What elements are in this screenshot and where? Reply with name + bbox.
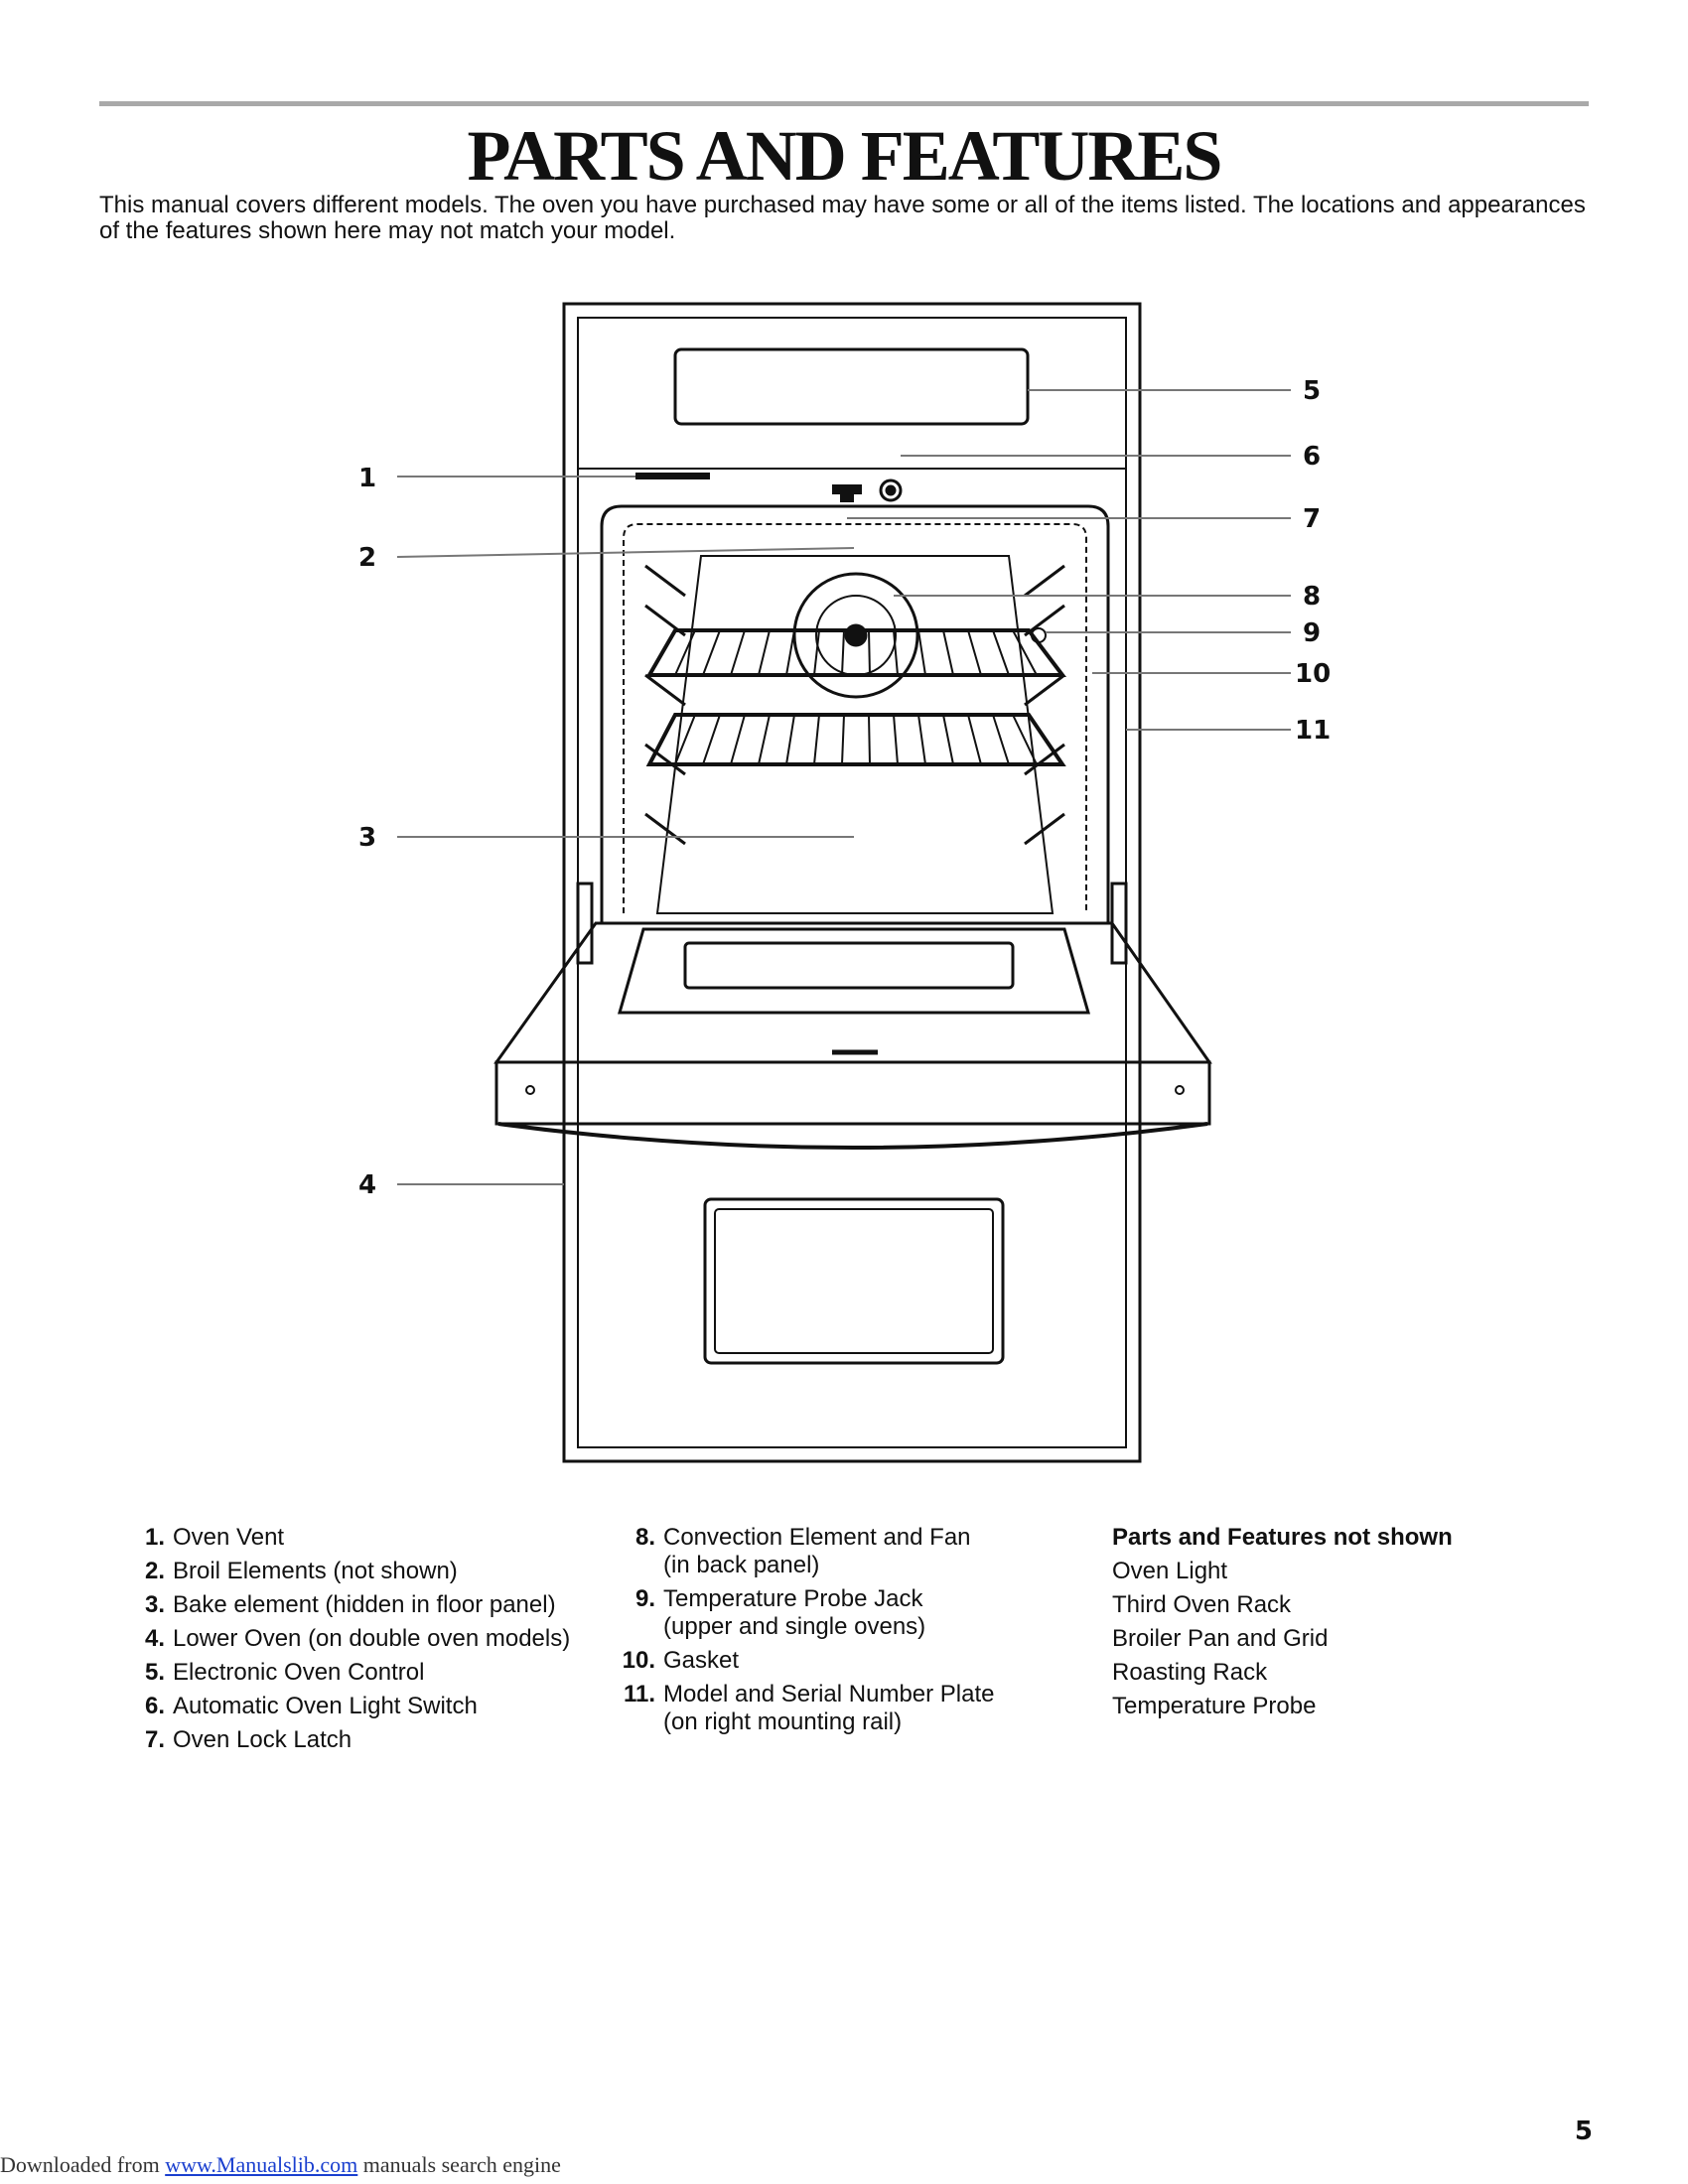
page-title: PARTS AND FEATURES [467, 116, 1223, 196]
legend-item: 5.Electronic Oven Control [144, 1659, 425, 1686]
intro-paragraph: This manual covers different models. The… [99, 192, 1586, 244]
callout-3: 3 [358, 823, 376, 853]
not-shown-item: Temperature Probe [1112, 1693, 1317, 1719]
legend-item: 6.Automatic Oven Light Switch [144, 1693, 478, 1719]
callout-8: 8 [1303, 582, 1321, 612]
door-edge [494, 1060, 1211, 1126]
page-number: 5 [1574, 2116, 1593, 2146]
legend-item: 9.Temperature Probe Jack(upper and singl… [634, 1585, 926, 1640]
legend-item: 4.Lower Oven (on double oven models) [144, 1625, 571, 1652]
legend-item: 7.Oven Lock Latch [144, 1726, 352, 1753]
top-rule [99, 101, 1589, 106]
legend-not-shown: Parts and Features not shown Oven Light … [1112, 1524, 1529, 1726]
legend-item: 11.Model and Serial Number Plate(on righ… [623, 1681, 995, 1735]
callout-5: 5 [1303, 376, 1321, 406]
manualslib-link[interactable]: www.Manualslib.com [165, 2152, 358, 2177]
lock-latch [832, 484, 862, 502]
oven-cabinet-outline [562, 302, 1142, 1463]
oven-vent [635, 473, 710, 479]
callout-10: 10 [1295, 659, 1331, 689]
callout-6: 6 [1303, 442, 1321, 472]
legend-item: 10.Gasket [622, 1647, 740, 1674]
probe-jack [1031, 627, 1047, 643]
legend-item: 3.Bake element (hidden in floor panel) [144, 1591, 556, 1618]
not-shown-item: Third Oven Rack [1112, 1591, 1292, 1618]
control-display [673, 347, 1030, 426]
not-shown-item: Oven Light [1112, 1558, 1228, 1584]
legend-item: 2.Broil Elements (not shown) [144, 1558, 458, 1584]
callout-4: 4 [358, 1170, 376, 1200]
lower-oven-window [703, 1197, 1005, 1365]
not-shown-heading: Parts and Features not shown [1112, 1524, 1453, 1551]
legend-item: 8.Convection Element and Fan(in back pan… [634, 1524, 971, 1578]
oven-diagram: 1 2 3 4 5 6 7 8 9 10 11 [0, 278, 1688, 1489]
callout-2: 2 [358, 543, 376, 573]
upper-rack [645, 628, 1067, 677]
legend-column-1: 1.Oven Vent 2.Broil Elements (not shown)… [129, 1524, 606, 1760]
callout-7: 7 [1303, 504, 1321, 534]
not-shown-item: Roasting Rack [1112, 1659, 1268, 1686]
callout-11: 11 [1295, 716, 1331, 746]
callout-1: 1 [358, 464, 376, 493]
legend-column-2: 8.Convection Element and Fan(in back pan… [616, 1524, 1053, 1742]
legend-item: 1.Oven Vent [144, 1524, 285, 1551]
download-footer: Downloaded from www.Manualslib.com manua… [0, 2152, 561, 2177]
light-switch [879, 478, 903, 502]
callout-9: 9 [1303, 618, 1321, 648]
not-shown-item: Broiler Pan and Grid [1112, 1625, 1329, 1652]
lower-rack [645, 713, 1066, 766]
